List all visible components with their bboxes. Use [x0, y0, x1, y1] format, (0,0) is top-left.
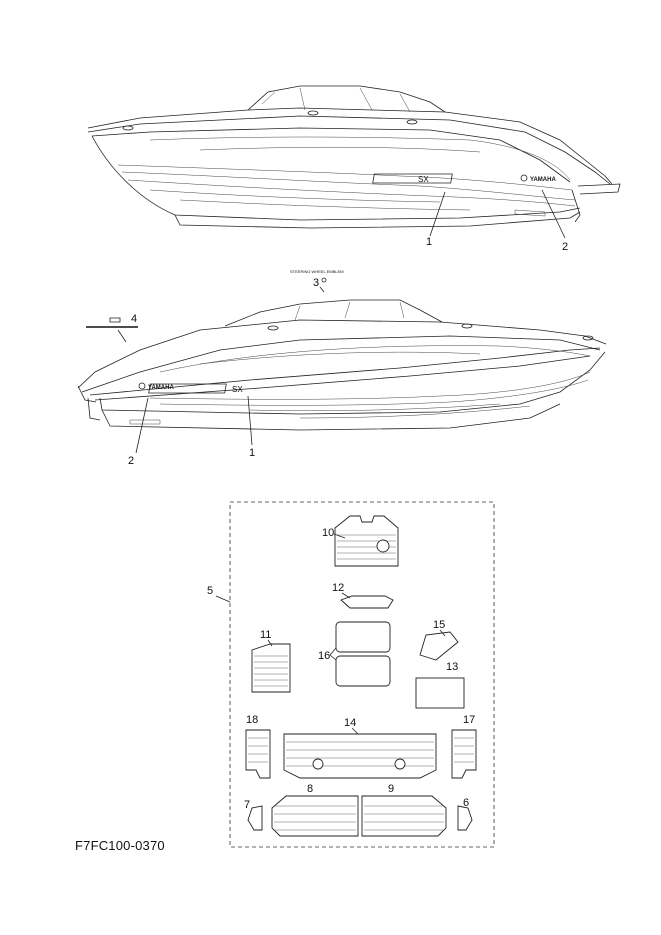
part-13-mat: [415, 677, 465, 709]
part-14-mat: [283, 733, 437, 779]
callout-2-bottom: 2: [128, 455, 134, 467]
callout-3: 3: [313, 277, 319, 289]
callout-17: 17: [463, 714, 475, 726]
part-4-emblem: [86, 317, 138, 343]
callout-15: 15: [433, 619, 445, 631]
callout-14: 14: [344, 717, 356, 729]
callout-4: 4: [131, 313, 137, 325]
callout-1-top: 1: [426, 236, 432, 248]
yamaha-decal-top: YAMAHA: [530, 177, 556, 183]
callout-10: 10: [322, 527, 334, 539]
part-6-mat: [457, 805, 473, 831]
part-9-mat: [361, 795, 447, 837]
mat-set-frame: [229, 501, 495, 848]
callout-7: 7: [244, 799, 250, 811]
boat-top-view: SX YAMAHA: [87, 85, 621, 229]
part-17-mat: [451, 729, 477, 779]
part-7-mat: [247, 805, 263, 831]
yamaha-decal-bottom: YAMAHA: [148, 385, 174, 391]
callout-2-top: 2: [562, 241, 568, 253]
callout-9: 9: [388, 783, 394, 795]
part-11-mat: [251, 643, 291, 693]
callout-11: 11: [260, 629, 271, 641]
part-16-mat-lower: [335, 655, 391, 687]
steering-emblem-text: STEERING WHEEL EMBLEM: [290, 269, 344, 274]
sx-decal-bottom: SX: [232, 385, 243, 394]
callout-6: 6: [463, 797, 469, 809]
part-12-mat: [340, 595, 394, 609]
part-16-mat-upper: [335, 621, 391, 653]
callout-16: 16: [318, 650, 330, 662]
callout-5: 5: [207, 585, 213, 597]
callout-12: 12: [332, 582, 344, 594]
part-18-mat: [245, 729, 271, 779]
part-10-mat: [334, 515, 399, 567]
callout-13: 13: [446, 661, 458, 673]
callout-1-bottom: 1: [249, 447, 255, 459]
boat-bottom-view: SX YAMAHA: [77, 299, 607, 431]
part-8-mat: [271, 795, 359, 837]
sx-decal-top: SX: [418, 175, 429, 184]
figure-code: F7FC100-0370: [75, 838, 165, 853]
callout-8: 8: [307, 783, 313, 795]
callout-18: 18: [246, 714, 258, 726]
part-15-mat: [419, 631, 459, 661]
